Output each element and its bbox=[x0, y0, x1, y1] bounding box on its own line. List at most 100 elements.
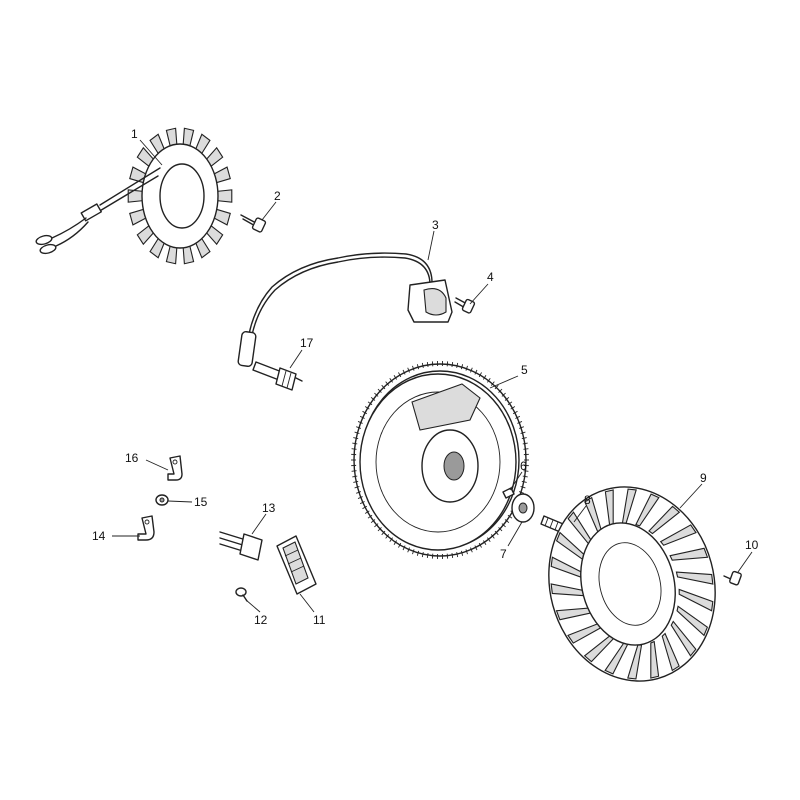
coil-bolt[interactable] bbox=[454, 297, 476, 314]
spark-plug-electrode bbox=[295, 377, 303, 382]
ring-gear-tooth bbox=[517, 421, 523, 424]
clip-14-hole bbox=[144, 519, 150, 525]
callout-2[interactable]: 2 bbox=[274, 189, 281, 203]
leader-17 bbox=[289, 349, 303, 369]
ring-gear-tooth bbox=[510, 406, 516, 410]
ring-gear-tooth bbox=[370, 519, 376, 524]
wire-clip[interactable] bbox=[137, 515, 155, 541]
leader-4 bbox=[469, 283, 489, 305]
spark-plug[interactable] bbox=[252, 361, 303, 391]
stator-bolt[interactable] bbox=[240, 214, 267, 233]
ring-gear-tooth bbox=[478, 542, 482, 548]
ring-gear-tooth bbox=[465, 365, 468, 371]
ring-gear-tooth bbox=[451, 552, 454, 559]
ring-gear-tooth bbox=[498, 527, 503, 532]
callout-17[interactable]: 17 bbox=[300, 336, 314, 350]
fan-blade bbox=[676, 605, 709, 637]
ring-gear-tooth bbox=[385, 381, 390, 386]
ring-gear-tooth bbox=[501, 392, 506, 397]
bracket-16-body bbox=[167, 455, 183, 481]
ring-gear-tooth bbox=[377, 388, 382, 393]
leader-11 bbox=[299, 593, 315, 613]
ring-gear-tooth bbox=[354, 431, 360, 434]
ring-gear-tooth bbox=[402, 369, 406, 375]
ring-gear-tooth bbox=[474, 369, 478, 375]
callout-3[interactable]: 3 bbox=[432, 218, 439, 232]
nut[interactable] bbox=[155, 494, 169, 506]
ring-gear-tooth bbox=[490, 534, 495, 539]
spark-plug-boot bbox=[237, 331, 257, 367]
ring-gear-tooth bbox=[521, 437, 527, 440]
leader-lines bbox=[112, 139, 753, 613]
ring-gear-tooth bbox=[381, 384, 386, 390]
callout-14[interactable]: 14 bbox=[92, 529, 106, 543]
stator[interactable] bbox=[35, 127, 233, 265]
ring-gear-tooth bbox=[416, 550, 420, 556]
ring-gear-tooth bbox=[362, 505, 368, 510]
callout-16[interactable]: 16 bbox=[125, 451, 139, 465]
flywheel-key[interactable] bbox=[502, 487, 515, 499]
fan-blade bbox=[669, 547, 709, 561]
ring-gear-tooth bbox=[351, 448, 357, 450]
leader-5 bbox=[489, 375, 519, 389]
bracket[interactable] bbox=[167, 455, 183, 481]
ring-gear-tooth bbox=[362, 410, 368, 415]
ring-gear-tooth bbox=[474, 545, 478, 551]
ring-gear-tooth bbox=[374, 523, 379, 528]
callout-13[interactable]: 13 bbox=[262, 501, 276, 515]
ring-gear-tooth bbox=[487, 378, 491, 383]
flywheel[interactable] bbox=[351, 361, 529, 559]
callout-1[interactable]: 1 bbox=[131, 127, 138, 141]
stator-lead-2 bbox=[97, 175, 159, 213]
callout-12[interactable]: 12 bbox=[254, 613, 268, 627]
ring-gear-tooth bbox=[522, 442, 528, 445]
ring-gear-tooth bbox=[451, 361, 454, 368]
ring-gear-tooth bbox=[520, 431, 526, 434]
ring-gear-tooth bbox=[515, 415, 521, 419]
ring-gear-tooth bbox=[520, 486, 526, 489]
leader-8 bbox=[573, 505, 587, 523]
lead-terminal-a bbox=[35, 234, 53, 246]
leader-12 bbox=[245, 599, 261, 613]
ring-gear-tooth bbox=[412, 365, 415, 371]
callout-10[interactable]: 10 bbox=[745, 538, 759, 552]
flywheel-washer[interactable] bbox=[511, 493, 535, 523]
callout-9[interactable]: 9 bbox=[700, 471, 707, 485]
callout-4[interactable]: 4 bbox=[487, 270, 494, 284]
callout-15[interactable]: 15 bbox=[194, 495, 208, 509]
fan-screw[interactable] bbox=[723, 570, 742, 586]
callout-6[interactable]: 6 bbox=[520, 459, 527, 473]
fan-blade bbox=[659, 524, 697, 546]
regulator[interactable] bbox=[276, 535, 317, 595]
fan-blade bbox=[678, 588, 714, 612]
ring-gear-tooth bbox=[357, 421, 363, 424]
cooling-fan[interactable] bbox=[527, 468, 736, 700]
callout-8[interactable]: 8 bbox=[584, 493, 591, 507]
nut-hole bbox=[159, 497, 165, 503]
ring-gear-tooth bbox=[352, 442, 358, 445]
ignition-coil[interactable] bbox=[237, 252, 453, 367]
ring-gear-tooth bbox=[389, 378, 393, 383]
washer-hole bbox=[518, 502, 528, 514]
callout-11[interactable]: 11 bbox=[313, 613, 326, 627]
ring-gear-tooth bbox=[521, 480, 527, 483]
fan-blade bbox=[675, 571, 714, 585]
ring-gear-tooth bbox=[421, 362, 424, 368]
ring-gear-tooth bbox=[421, 552, 424, 558]
ring-gear-tooth bbox=[507, 401, 513, 406]
ring-gear-tooth bbox=[518, 491, 524, 494]
ring-gear-tooth bbox=[385, 534, 390, 539]
connector[interactable] bbox=[219, 531, 263, 561]
leader-13 bbox=[251, 513, 267, 535]
callout-5[interactable]: 5 bbox=[521, 363, 528, 377]
ring-gear-tooth bbox=[482, 540, 487, 546]
ring-gear-tooth bbox=[412, 549, 415, 555]
regulator-screw[interactable] bbox=[235, 587, 248, 602]
callout-7[interactable]: 7 bbox=[500, 547, 507, 561]
fan-blade bbox=[670, 620, 697, 657]
ring-gear-tooth bbox=[398, 372, 402, 378]
flywheel-bore bbox=[443, 451, 465, 481]
ring-gear-tooth bbox=[487, 537, 491, 542]
flywheel-magnet bbox=[411, 383, 481, 431]
